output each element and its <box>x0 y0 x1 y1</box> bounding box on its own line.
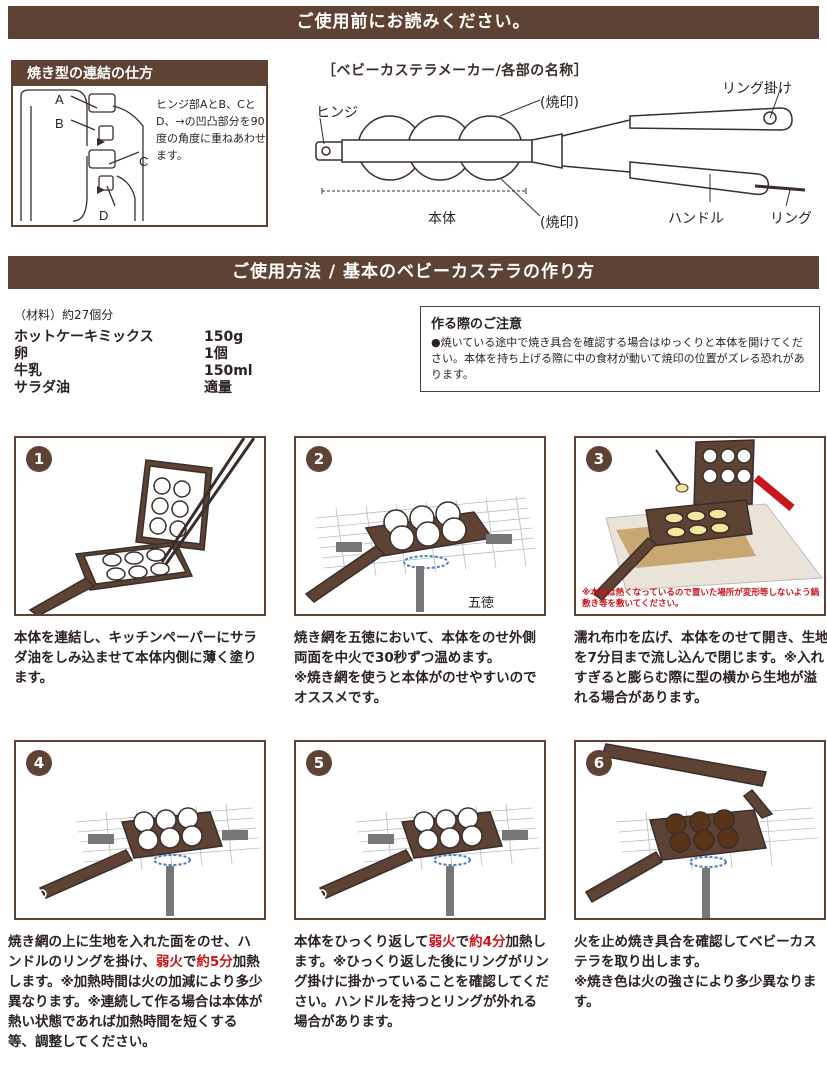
step-5-heat: 弱火 <box>428 934 456 950</box>
label-ring: リング <box>770 211 812 227</box>
step-1-illustration: 1 <box>14 436 266 616</box>
label-brand-bottom: (焼印) <box>540 215 579 231</box>
step-4-number: 4 <box>26 750 52 776</box>
step-6-number: 6 <box>586 750 612 776</box>
caution-box: 作る際のご注意 ●焼いている途中で焼き具合を確認する場合はゆっくりと本体を開けて… <box>420 306 820 392</box>
connection-title: 焼き型の連結の仕方 <box>13 62 266 86</box>
connection-description: ヒンジ部AとB、CとD、→の凹凸部分を90度の角度に重ねあわせます。 <box>156 98 266 162</box>
label-hinge: ヒンジ <box>316 105 358 121</box>
step-6-note: ※焼き色は火の強さにより多少異なります。 <box>574 974 817 1010</box>
usage-banner: ご使用方法 / 基本のベビーカステラの作り方 <box>8 256 819 289</box>
label-brand-top: (焼印) <box>540 95 579 111</box>
step-2-note: ※焼き網を使うと本体がのせやすいのでオススメです。 <box>294 670 537 706</box>
step-5-time: 約4分 <box>469 934 506 950</box>
parts-title: ［ベビーカステラメーカー/各部の名称］ <box>322 63 589 79</box>
step-3-warning: ※本体は熱くなっているので置いた場所が変形等しないよう鍋敷き等を敷いてください。 <box>582 588 820 609</box>
step-2-main: 焼き網を五徳において、本体をのせ外側両面を中火で30秒ずつ温めます。 <box>294 630 536 666</box>
step-2-drawing <box>304 495 537 612</box>
step-6-main: 火を止め焼き具合を確認してベビーカステラを取り出します。 <box>574 934 817 970</box>
step-6-illustration: 6 <box>574 740 826 920</box>
step-3-text: 濡れ布巾を広げ、本体をのせて開き、生地を7分目まで流し込んで閉じます。※入れすぎ… <box>574 630 827 706</box>
header-banner: ご使用前にお読みください。 <box>8 6 819 39</box>
step-3-illustration: 3 ※本体は熱くなっているので置いた場所が変形等しないよう鍋敷き等を敷いてくださ… <box>574 436 826 616</box>
step-1-number: 1 <box>26 446 52 472</box>
step-1-drawing <box>28 438 256 614</box>
parts-diagram <box>315 89 806 217</box>
step-1-text: 本体を連結し、キッチンペーパーにサラダ油をしみ込ませて本体内側に薄く塗ります。 <box>14 630 257 686</box>
connection-diagram: A B C D <box>20 89 148 223</box>
caution-body: ●焼いている途中で焼き具合を確認する場合はゆっくりと本体を開けてください。本体を… <box>431 336 805 381</box>
step-5-text: 本体をひっくり返して弱火で約4分加熱します。※ひっくり返した後にリングがリング掛… <box>294 934 550 1030</box>
step-4-time: 約5分 <box>196 954 233 970</box>
label-d: D <box>99 208 108 223</box>
caution-title: 作る際のご注意 <box>431 317 523 332</box>
label-a: A <box>55 92 64 107</box>
step-6-text: 火を止め焼き具合を確認してベビーカステラを取り出します。 ※焼き色は火の強さによ… <box>574 932 827 1012</box>
step-3-number: 3 <box>586 446 612 472</box>
label-c: C <box>139 154 148 169</box>
step-4-drawing <box>37 803 261 916</box>
step-2-text: 焼き網を五徳において、本体をのせ外側両面を中火で30秒ずつ温めます。 ※焼き網を… <box>294 628 549 708</box>
label-gotoku: 五徳 <box>468 596 495 611</box>
material-row: サラダ油適量 <box>14 380 232 396</box>
materials-heading: （材料）約27個分 <box>14 308 114 322</box>
step-5-drawing <box>317 803 541 916</box>
label-ring-hook: リング掛け <box>722 81 792 97</box>
step-2-illustration: 2 <box>294 436 546 616</box>
label-b: B <box>55 116 64 131</box>
step-3-drawing <box>592 439 823 601</box>
step-4-illustration: 4 <box>14 740 266 920</box>
step-4-heat: 弱火 <box>155 954 183 970</box>
step-2-number: 2 <box>306 446 332 472</box>
step-5-illustration: 5 <box>294 740 546 920</box>
connection-panel: 焼き型の連結の仕方 A B C D ヒンジ部AとB、CとD、→の凹凸部分を <box>11 60 268 227</box>
label-handle: ハンドル <box>668 211 724 227</box>
step-6-drawing <box>584 743 819 918</box>
step-4-text: 焼き網の上に生地を入れた面をのせ、ハンドルのリングを掛け、弱火で約5分加熱します… <box>8 934 263 1050</box>
label-body: 本体 <box>428 211 456 227</box>
step-5-number: 5 <box>306 750 332 776</box>
